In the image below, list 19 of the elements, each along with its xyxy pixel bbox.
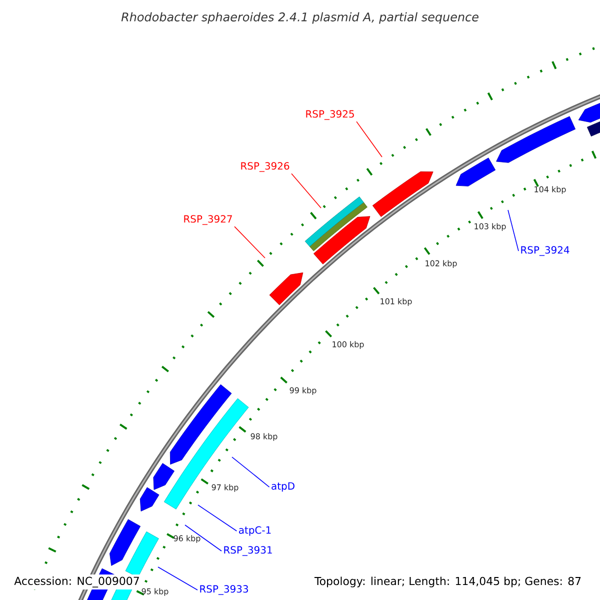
leader-line: [232, 456, 270, 488]
info-text: Accession: NC_009007: [12, 574, 142, 590]
gene-label: RSP_3926: [241, 162, 290, 172]
gene-label: RSP_3924: [521, 246, 570, 256]
leader-line: [356, 121, 382, 158]
leader-line: [158, 566, 198, 590]
leader-line: [184, 524, 222, 552]
gene-label: RSP_3933: [200, 585, 248, 595]
leader-line: [291, 173, 322, 208]
gene-label: atpD: [272, 482, 294, 492]
leader-line: [234, 226, 266, 258]
title: Rhodobacter sphaeroides 2.4.1 plasmid A, partial sequence: [121, 12, 478, 24]
gene-label: RSP_3927: [184, 215, 232, 225]
gene-label: RSP_3931: [224, 546, 272, 556]
leader-line: [508, 210, 519, 252]
gene-label: atpC-1: [238, 526, 271, 536]
gene-label: RSP_3925: [306, 110, 354, 120]
leader-line: [198, 504, 238, 532]
info-text: Topology: linear; Length: 114,045 bp; Genes: 87: [312, 574, 584, 590]
